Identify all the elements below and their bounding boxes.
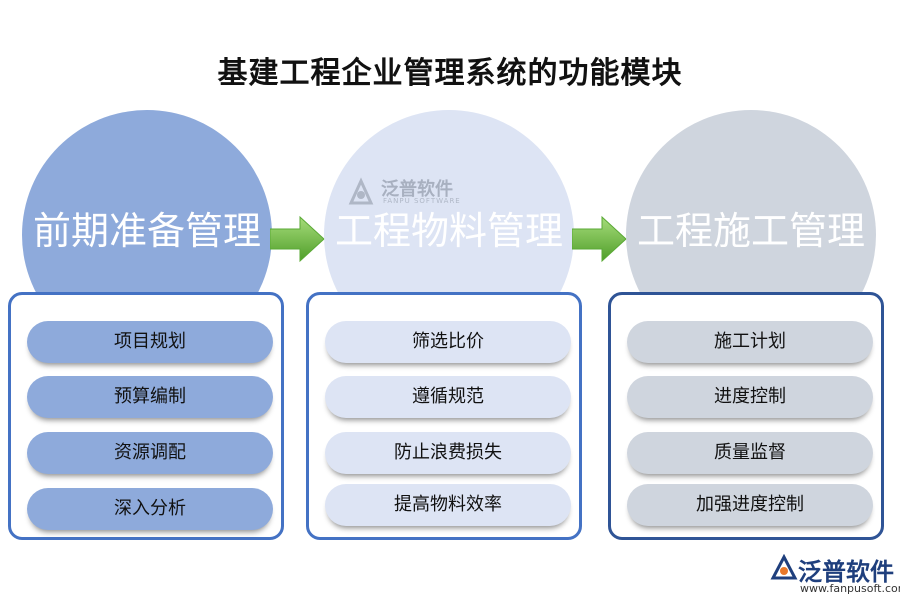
watermark-brand: 泛普软件 — [381, 179, 453, 200]
module-3-item: 质量监督 — [627, 432, 873, 474]
module-1-item: 深入分析 — [27, 488, 273, 530]
module-3-item: 加强进度控制 — [627, 484, 873, 526]
module-3-title: 工程施工管理 — [636, 209, 865, 253]
brand-logo: 泛普软件 www.fanpusoft.com — [770, 550, 900, 598]
module-1-title: 前期准备管理 — [32, 209, 261, 253]
watermark-sub: FANPU SOFTWARE — [383, 197, 461, 205]
module-2-title: 工程物料管理 — [334, 209, 563, 253]
module-2-item: 防止浪费损失 — [325, 432, 571, 474]
logo-brand: 泛普软件 — [798, 558, 894, 586]
module-1-item: 项目规划 — [27, 321, 273, 363]
module-3-panel: 施工计划 进度控制 质量监督 加强进度控制 — [608, 292, 884, 540]
module-2-item: 筛选比价 — [325, 321, 571, 363]
module-3-item: 施工计划 — [627, 321, 873, 363]
module-1-item: 资源调配 — [27, 432, 273, 474]
module-1-panel: 项目规划 预算编制 资源调配 深入分析 — [8, 292, 284, 540]
module-3-item: 进度控制 — [627, 376, 873, 418]
watermark: 泛普软件 FANPU SOFTWARE — [345, 175, 475, 215]
right-arrow-icon — [572, 215, 627, 263]
right-arrow-icon — [270, 215, 325, 263]
module-2-panel: 筛选比价 遵循规范 防止浪费损失 提高物料效率 — [306, 292, 582, 540]
fanpu-logo-icon — [770, 554, 798, 580]
module-1-item: 预算编制 — [27, 376, 273, 418]
module-2-item: 遵循规范 — [325, 376, 571, 418]
logo-url: www.fanpusoft.com — [800, 582, 900, 595]
page-title: 基建工程企业管理系统的功能模块 — [217, 56, 683, 91]
fanpu-logo-icon — [348, 177, 374, 205]
module-2-item: 提高物料效率 — [325, 484, 571, 526]
